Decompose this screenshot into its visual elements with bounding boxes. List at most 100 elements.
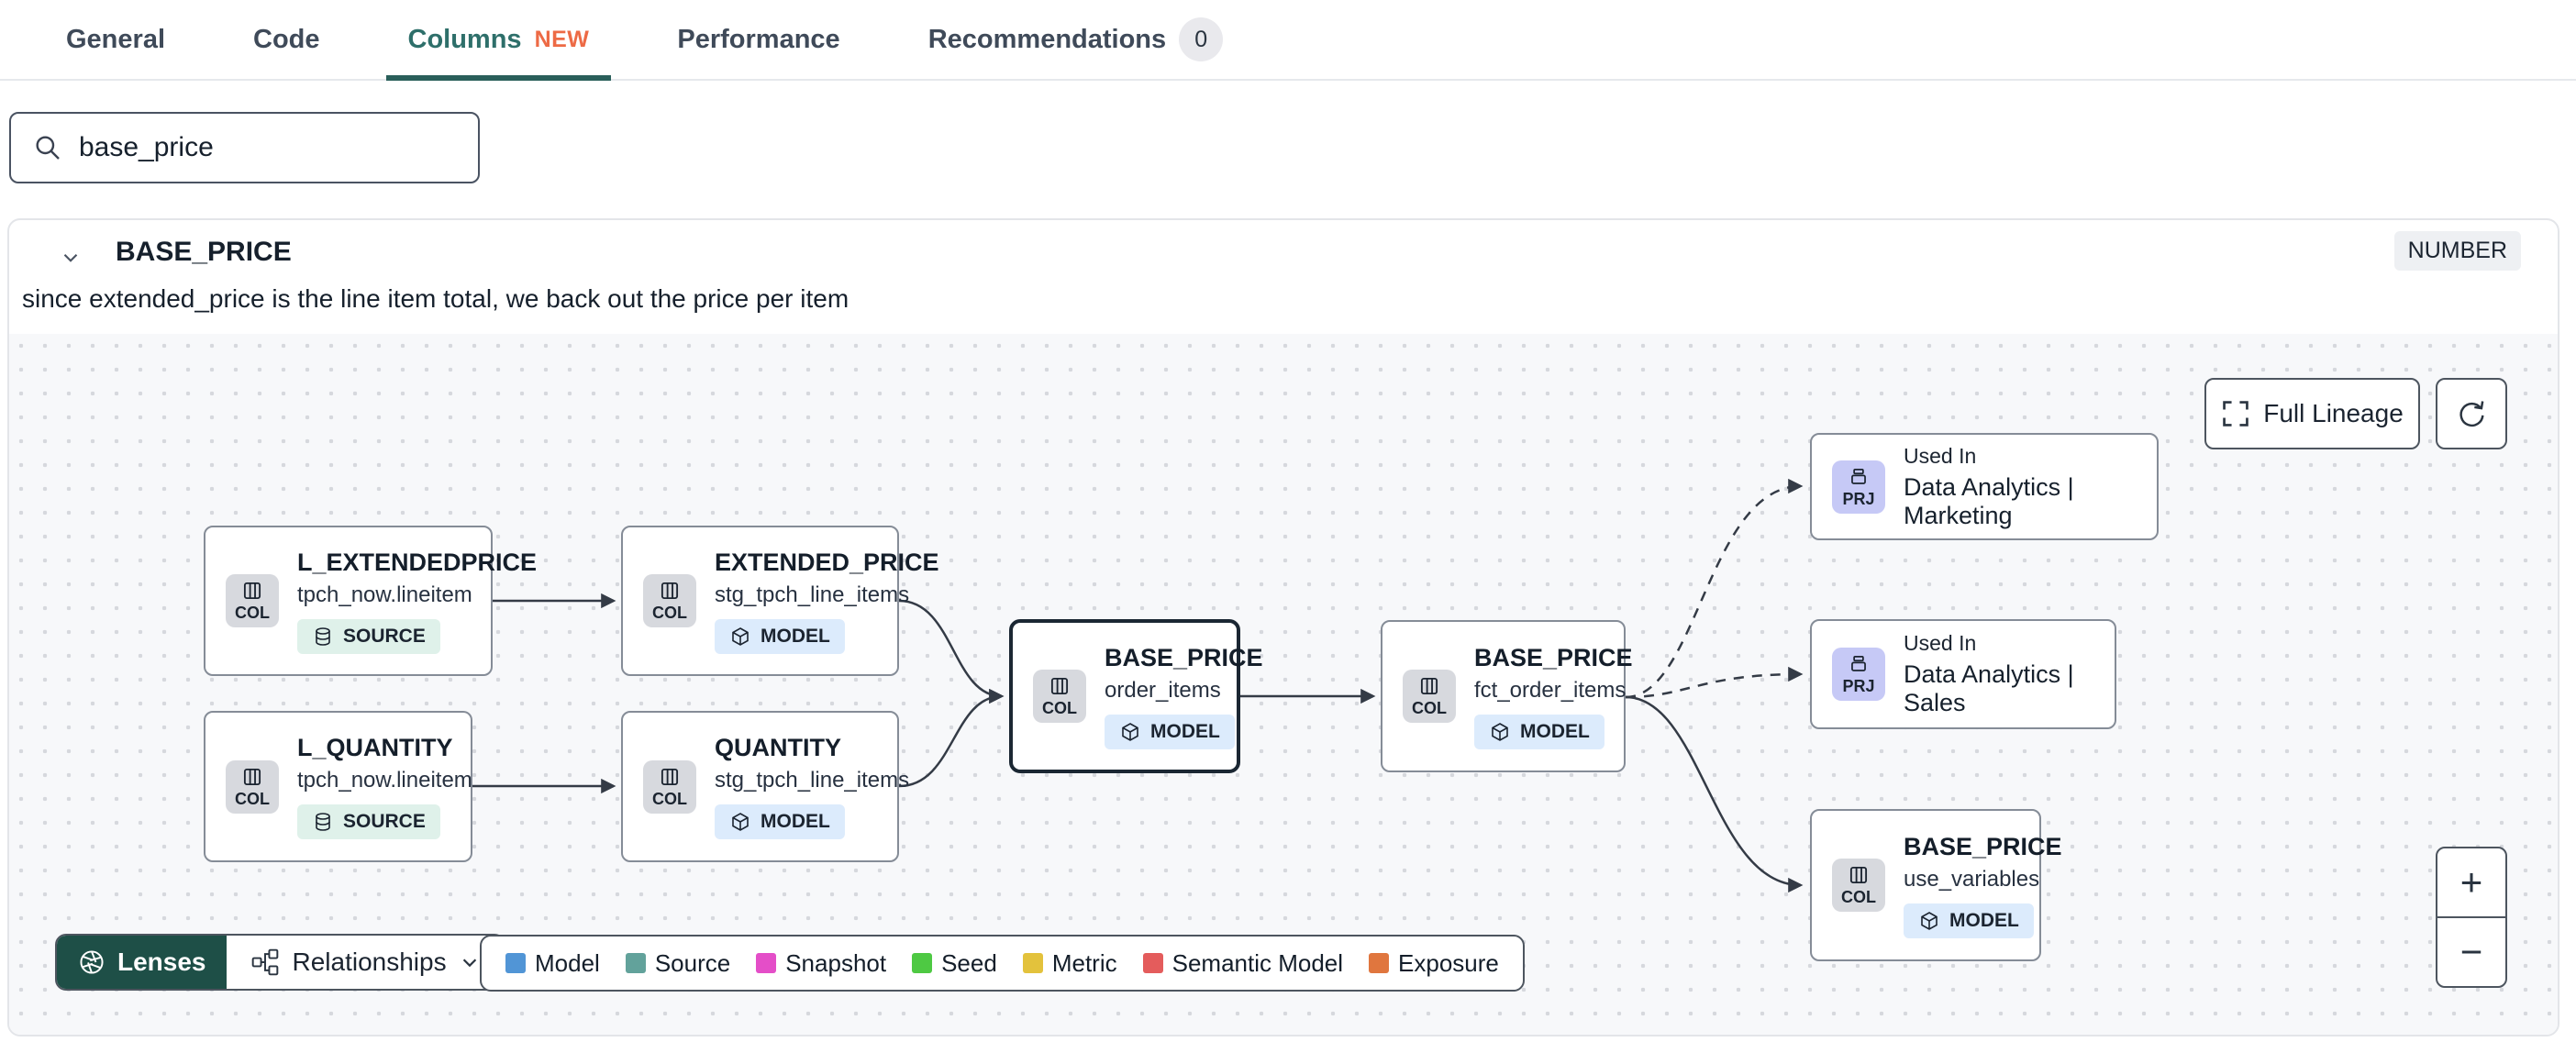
legend-label: Seed — [941, 948, 997, 977]
node-subtitle: tpch_now.lineitem — [297, 582, 472, 607]
plus-icon: + — [2459, 860, 2483, 903]
columns-icon — [661, 768, 679, 785]
project-chip: PRJ — [1832, 648, 1885, 701]
tab-label: Code — [253, 24, 320, 54]
legend-swatch — [1022, 953, 1043, 973]
database-icon — [316, 626, 330, 646]
node-title: EXTENDED_PRICE — [715, 548, 939, 576]
node-title: QUANTITY — [715, 734, 841, 761]
node-extended-price[interactable]: COL EXTENDED_PRICE stg_tpch_line_items M… — [621, 526, 939, 676]
column-chip: COL — [1832, 859, 1885, 912]
resource-badge: MODEL — [1474, 714, 1604, 749]
column-chip: COL — [643, 574, 696, 627]
column-chip: COL — [226, 574, 279, 627]
cube-icon — [1921, 911, 1938, 930]
legend-item-model: Model — [505, 949, 600, 978]
column-type-badge: NUMBER — [2393, 231, 2521, 271]
relationships-dropdown[interactable]: Relationships — [226, 936, 504, 989]
resource-badge: MODEL — [715, 804, 845, 839]
chip-label: COL — [652, 604, 687, 622]
badge-label: MODEL — [1949, 909, 2019, 931]
badge-label: MODEL — [761, 625, 830, 647]
tab-label: Recommendations — [927, 24, 1167, 54]
chip-label: COL — [652, 789, 687, 808]
node-subtitle: stg_tpch_line_items — [715, 582, 910, 607]
minus-icon: − — [2459, 930, 2483, 973]
legend-label: Exposure — [1398, 948, 1499, 977]
legend-label: Metric — [1051, 948, 1117, 977]
cube-icon — [1122, 722, 1138, 741]
columns-icon — [243, 768, 261, 785]
legend-swatch — [625, 953, 646, 973]
legend-swatch — [1369, 953, 1390, 973]
node-subtitle: order_items — [1105, 677, 1221, 703]
legend-label: Source — [654, 948, 731, 977]
fullscreen-icon — [2223, 401, 2248, 427]
columns-icon — [243, 582, 261, 600]
collapse-chevron-icon[interactable] — [59, 246, 83, 270]
node-exposure-sales[interactable]: PRJ Used In Data Analytics | Sales — [1810, 619, 2116, 729]
columns-icon — [661, 582, 679, 600]
tab-recommendations[interactable]: Recommendations 0 — [906, 0, 1245, 79]
zoom-out-button[interactable]: − — [2437, 918, 2505, 986]
resource-badge: SOURCE — [297, 618, 440, 654]
zoom-controls: + − — [2436, 847, 2507, 988]
full-lineage-button[interactable]: Full Lineage — [2204, 378, 2420, 449]
search-input[interactable] — [79, 132, 456, 163]
legend-swatch — [756, 953, 777, 973]
tab-bar: General Code Columns NEW Performance Rec… — [0, 0, 2576, 81]
node-base-price-use-variables[interactable]: COL BASE_PRICE use_variables MODEL — [1810, 809, 2062, 961]
node-title: L_EXTENDEDPRICE — [297, 548, 538, 576]
aperture-icon — [80, 950, 104, 974]
column-search[interactable] — [9, 112, 480, 183]
resource-legend: Model Source Snapshot Seed Metric — [480, 935, 1525, 992]
legend-swatch — [505, 953, 526, 973]
tab-performance[interactable]: Performance — [655, 0, 861, 79]
column-chip: COL — [643, 759, 696, 814]
count-badge: 0 — [1179, 17, 1224, 61]
relationships-label: Relationships — [292, 948, 447, 976]
zoom-in-button[interactable]: + — [2437, 848, 2505, 918]
resource-badge: MODEL — [1105, 714, 1235, 749]
node-subtitle: tpch_now.lineitem — [297, 768, 472, 793]
tab-label: Columns — [407, 24, 522, 54]
badge-label: MODEL — [1520, 720, 1590, 742]
node-l-extendedprice[interactable]: COL L_EXTENDEDPRICE tpch_now.lineitem SO… — [204, 526, 537, 676]
tab-columns[interactable]: Columns NEW — [385, 0, 612, 81]
legend-label: Model — [535, 948, 600, 977]
node-quantity[interactable]: COL QUANTITY stg_tpch_line_items MODEL — [621, 711, 909, 862]
legend-item-source: Source — [625, 948, 731, 978]
tab-label: General — [66, 24, 165, 54]
full-lineage-label: Full Lineage — [2263, 399, 2404, 427]
node-l-quantity[interactable]: COL L_QUANTITY tpch_now.lineitem SOURCE — [204, 711, 472, 862]
used-in-name: Data Analytics | Marketing — [1904, 472, 2074, 529]
refresh-icon — [2459, 401, 2484, 427]
columns-icon — [1050, 677, 1069, 695]
chip-label: COL — [1042, 699, 1077, 717]
legend-label: Semantic Model — [1171, 948, 1344, 977]
column-chip: COL — [226, 759, 279, 814]
cube-icon — [732, 813, 749, 831]
column-description: since extended_price is the line item to… — [22, 284, 849, 313]
tab-code[interactable]: Code — [231, 0, 342, 79]
chevron-down-icon — [462, 959, 476, 968]
column-panel-header: BASE_PRICE NUMBER since extended_price i… — [9, 220, 2558, 334]
database-icon — [316, 813, 330, 831]
refresh-button[interactable] — [2436, 378, 2507, 449]
project-icon — [1851, 656, 1866, 671]
tab-general[interactable]: General — [44, 0, 187, 79]
legend-item-seed: Seed — [912, 949, 997, 978]
node-base-price-order-items[interactable]: COL BASE_PRICE order_items MODEL — [1009, 619, 1263, 773]
lenses-button[interactable]: Lenses — [57, 936, 227, 989]
chip-label: COL — [235, 604, 270, 622]
lineage-graph[interactable]: COL L_EXTENDEDPRICE tpch_now.lineitem SO… — [9, 334, 2558, 1035]
legend-label: Snapshot — [785, 948, 887, 977]
node-subtitle: use_variables — [1904, 866, 2040, 892]
node-exposure-marketing[interactable]: PRJ Used In Data Analytics | Marketing — [1810, 433, 2159, 540]
resource-badge: MODEL — [1904, 903, 2034, 938]
legend-item-snapshot: Snapshot — [756, 949, 886, 978]
chip-label: COL — [235, 789, 270, 808]
node-title: BASE_PRICE — [1105, 643, 1263, 671]
node-title: L_QUANTITY — [297, 734, 453, 761]
node-base-price-fct-order-items[interactable]: COL BASE_PRICE fct_order_items MODEL — [1381, 620, 1633, 772]
